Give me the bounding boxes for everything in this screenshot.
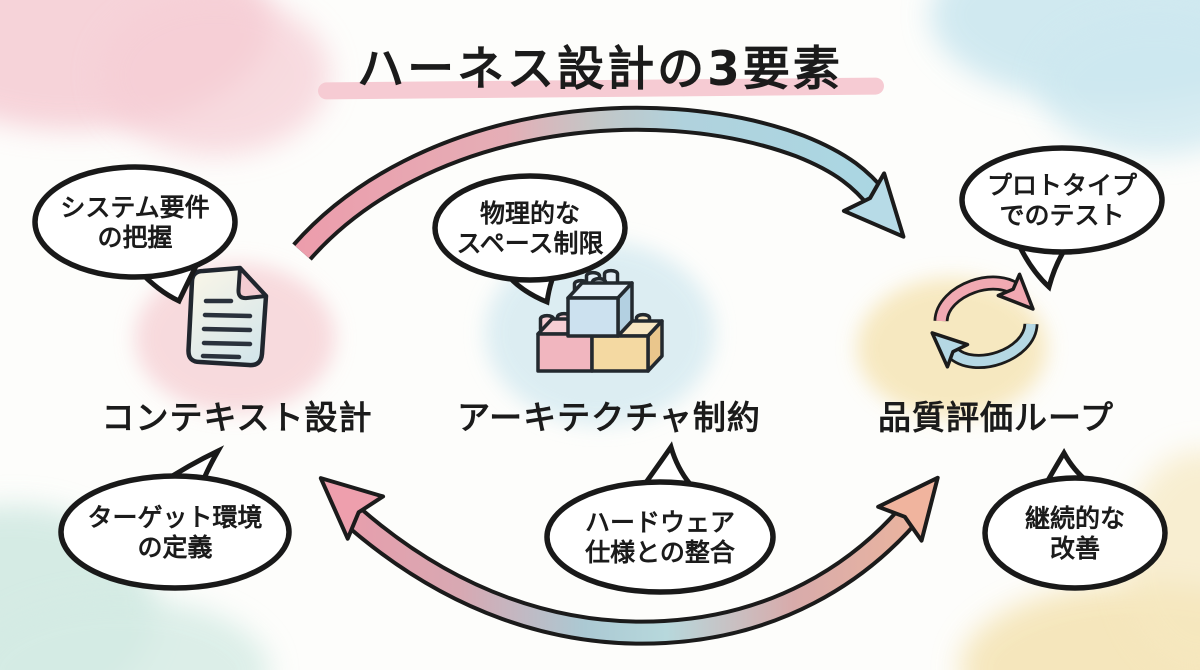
top-arrow-head [841,171,906,239]
loop-blue-arc [948,323,1036,367]
bottom-arrow-head-right [876,475,940,543]
speech-bubble-target-environment [58,445,292,591]
bottom-arrow [318,475,940,646]
bubble-text-physical-space: 物理的な スペース制限 [456,199,603,258]
node-label-context: コンテキスト設計 [101,398,373,437]
lego-yellow-front [590,334,650,373]
lego-blue-front [566,296,620,338]
watercolor-blob-bottom-left-2 [0,597,270,670]
speech-bubble-continuous-improvement [982,447,1168,591]
bubble-line: 継続的な [1024,504,1126,533]
document-icon [186,265,269,368]
top-arrow [292,105,906,261]
bubble-tail [636,441,695,491]
bubble-body [432,173,628,283]
document-fold [236,266,268,301]
bubble-line: 仕様との整合 [585,537,735,567]
lego-blocks-icon [536,268,664,373]
loop-pink-arrow-head [996,272,1035,311]
bubble-line: ターゲット環境 [87,503,263,532]
bubble-body [982,475,1168,591]
speech-bubble-prototype-test [959,145,1165,292]
bubble-line: システム要件 [60,193,210,222]
speech-bubble-hardware-spec [544,441,776,595]
node-label-architecture: アーキテクチャ制約 [457,398,761,437]
document-text-lines [200,298,253,360]
bottom-arrow-body [342,500,923,642]
bubble-line: の定義 [137,532,213,562]
bubble-body [32,164,238,280]
speech-bubble-system-requirements [32,164,238,305]
bubble-line: 改善 [1049,533,1101,563]
bubble-text-prototype-test: プロトタイプ でのテスト [987,171,1137,230]
lego-pink-front [536,332,594,373]
watercolor-blob-top-right-2 [1040,15,1200,155]
speech-bubbles [32,145,1168,595]
bubble-text-target-environment: ターゲット環境 の定義 [87,503,262,562]
node-label-quality: 品質評価ループ [877,398,1115,437]
bubble-line: ハードウェア [584,508,736,537]
bubble-body [544,479,776,595]
bubble-body [58,473,292,591]
bubble-line: の把握 [97,222,173,252]
speech-bubble-physical-space [432,173,628,306]
page-title: ハーネス設計の3要素 [357,42,843,97]
bubble-line: スペース制限 [456,228,604,258]
bottom-arrow-head-left [318,476,386,541]
bubble-line: でのテスト [999,200,1125,230]
loop-arrows-icon [930,272,1039,369]
watercolor-blob-top-left-2 [100,0,330,155]
bubble-line: プロトタイプ [986,171,1138,200]
bubble-line: 物理的な [479,199,581,228]
top-arrow-body [295,109,886,258]
loop-blue-arrow-head [930,331,970,369]
bubble-body [959,145,1165,255]
loop-pink-arc [936,278,1024,322]
bubble-text-hardware-spec: ハードウェア 仕様との整合 [585,508,735,567]
bubble-text-continuous-improvement: 継続的な 改善 [1025,504,1125,563]
bubble-text-system-requirements: システム要件 の把握 [60,193,209,252]
